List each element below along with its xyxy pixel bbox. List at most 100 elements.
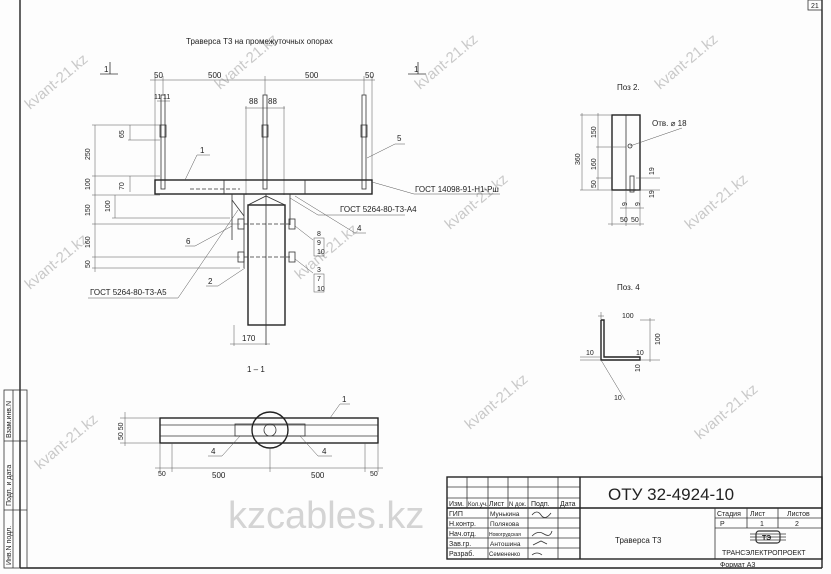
svg-text:kvant-21.kz: kvant-21.kz [22, 51, 92, 113]
svg-text:50: 50 [365, 71, 374, 80]
svg-text:50: 50 [154, 71, 163, 80]
svg-text:11: 11 [163, 94, 170, 101]
sheet-corner-number: 21 [811, 3, 819, 10]
svg-text:65: 65 [119, 130, 126, 138]
svg-text:88: 88 [249, 97, 258, 106]
svg-text:50: 50 [591, 180, 598, 188]
sheet-corner-box [807, 0, 823, 11]
front-view: 50 500 500 50 11 11 88 88 65 250 70 100 … [85, 71, 500, 346]
svg-text:10: 10 [636, 350, 644, 357]
svg-text:19: 19 [649, 167, 656, 175]
svg-text:Мунькина: Мунькина [490, 511, 520, 518]
svg-text:10: 10 [317, 286, 325, 293]
poz2-detail: Поз 2. Отв. ⌀ 18 360 150 160 50 19 19 9 … [575, 83, 687, 226]
section-1-1-view: 1 – 1 50 50 50 500 500 50 1 4 4 [118, 365, 383, 480]
svg-text:1: 1 [342, 395, 347, 404]
stamp-original-inv: Инв.N подл. [6, 526, 13, 565]
svg-text:160: 160 [591, 158, 598, 170]
svg-text:Поз. 4: Поз. 4 [617, 283, 640, 292]
svg-text:ГОСТ 5264-80-Т3-А4: ГОСТ 5264-80-Т3-А4 [340, 205, 417, 214]
svg-text:kvant-21.kz: kvant-21.kz [292, 221, 362, 283]
svg-text:2: 2 [208, 277, 213, 286]
svg-text:Дата: Дата [560, 501, 576, 508]
svg-text:1: 1 [200, 146, 205, 155]
section-mark-left: 1 [100, 62, 118, 75]
svg-text:kvant-21.kz: kvant-21.kz [412, 31, 482, 93]
svg-text:Стадия: Стадия [717, 511, 741, 518]
svg-text:Полякова: Полякова [490, 521, 519, 528]
svg-text:Зав.гр.: Зав.гр. [449, 541, 471, 548]
svg-text:500: 500 [208, 71, 222, 80]
svg-text:160: 160 [85, 236, 92, 248]
svg-text:100: 100 [85, 178, 92, 190]
watermark-layer: kvant-21.kz kvant-21.kz kvant-21.kz kvan… [22, 31, 762, 537]
svg-text:6: 6 [186, 237, 191, 246]
svg-text:Кол.уч.: Кол.уч. [468, 502, 488, 508]
poz4-detail: Поз. 4 100 100 10 10 10 10 [580, 283, 662, 402]
watermark-large: kzcables.kz [228, 495, 424, 537]
svg-text:100: 100 [622, 313, 634, 320]
sheet-format: Формат А3 [720, 562, 755, 569]
svg-text:kvant-21.kz: kvant-21.kz [22, 231, 92, 293]
svg-text:Новогрудская: Новогрудская [489, 532, 521, 538]
svg-text:ГИП: ГИП [449, 511, 463, 518]
svg-text:11: 11 [154, 94, 161, 101]
svg-text:9: 9 [622, 202, 629, 206]
svg-text:Разраб.: Разраб. [449, 550, 474, 558]
svg-text:50 50: 50 50 [118, 422, 125, 440]
svg-text:Лист: Лист [489, 501, 505, 508]
svg-text:Подп.: Подп. [531, 501, 550, 508]
svg-text:kvant-21.kz: kvant-21.kz [682, 171, 752, 233]
organization-name: ТРАНСЭЛЕКТРОПРОЕКТ [722, 550, 806, 557]
section-mark-right: 1 [408, 62, 426, 75]
stamp-sign-date: Подп. и дата [6, 465, 13, 506]
svg-text:Н.контр.: Н.контр. [449, 521, 476, 528]
svg-text:Отв. ⌀ 18: Отв. ⌀ 18 [652, 119, 687, 128]
svg-text:100: 100 [105, 200, 112, 212]
svg-text:70: 70 [119, 182, 126, 190]
svg-text:Поз 2.: Поз 2. [617, 83, 640, 92]
svg-text:7: 7 [317, 276, 321, 283]
svg-text:50: 50 [620, 217, 628, 224]
svg-text:50: 50 [85, 260, 92, 268]
svg-text:kvant-21.kz: kvant-21.kz [652, 31, 722, 93]
drawing-name: Траверса Т3 [615, 536, 662, 545]
svg-text:1 – 1: 1 – 1 [247, 365, 265, 374]
svg-text:10: 10 [635, 364, 642, 372]
svg-text:500: 500 [311, 471, 325, 480]
svg-text:3: 3 [317, 267, 321, 274]
svg-text:1: 1 [104, 65, 109, 74]
svg-text:150: 150 [591, 126, 598, 138]
svg-text:50: 50 [631, 217, 639, 224]
svg-text:1: 1 [760, 521, 764, 528]
svg-text:kvant-21.kz: kvant-21.kz [692, 381, 762, 443]
svg-text:100: 100 [655, 333, 662, 345]
svg-text:Нач.отд.: Нач.отд. [449, 531, 476, 538]
svg-text:1: 1 [414, 65, 419, 74]
svg-text:9: 9 [317, 240, 321, 247]
svg-text:Антошина: Антошина [490, 541, 521, 548]
svg-text:19: 19 [649, 190, 656, 198]
svg-text:N док.: N док. [509, 502, 526, 508]
svg-text:Листов: Листов [787, 511, 810, 518]
svg-text:4: 4 [322, 447, 327, 456]
svg-text:2: 2 [795, 521, 799, 528]
svg-text:360: 360 [575, 153, 582, 165]
svg-text:250: 250 [85, 148, 92, 160]
svg-text:50: 50 [370, 471, 378, 478]
svg-text:170: 170 [242, 334, 256, 343]
svg-text:Семененко: Семененко [489, 552, 521, 558]
svg-text:10: 10 [317, 249, 325, 256]
title-block: Изм. Кол.уч. Лист N док. Подп. Дата ГИП … [446, 476, 823, 560]
svg-text:kvant-21.kz: kvant-21.kz [462, 371, 532, 433]
svg-text:10: 10 [614, 395, 622, 402]
svg-text:8: 8 [317, 231, 321, 238]
svg-text:500: 500 [212, 471, 226, 480]
svg-text:88: 88 [268, 97, 277, 106]
svg-text:ГОСТ 14098-91-Н1-Рш: ГОСТ 14098-91-Н1-Рш [415, 185, 499, 194]
svg-text:10: 10 [586, 350, 594, 357]
svg-text:Р: Р [720, 521, 725, 528]
svg-text:5: 5 [397, 134, 402, 143]
